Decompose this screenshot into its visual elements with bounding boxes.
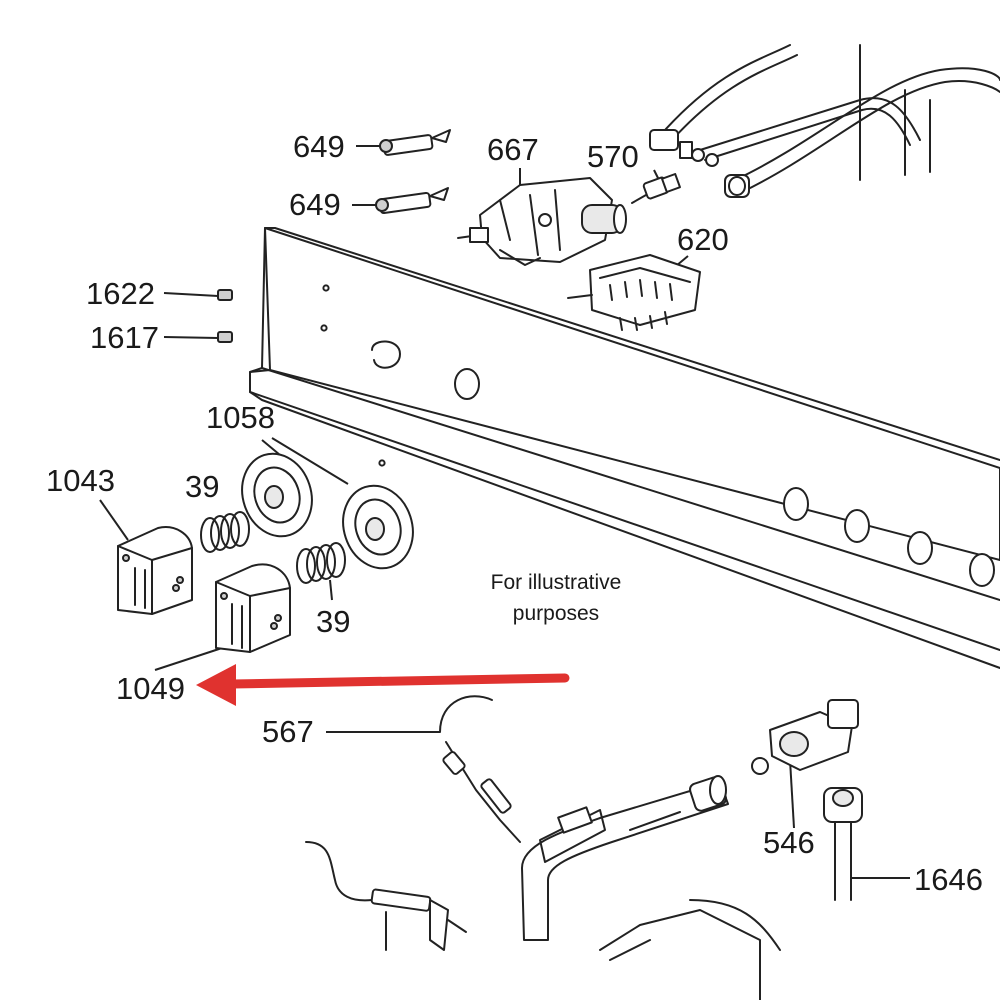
- label-667: 667: [487, 132, 539, 167]
- part-39-spring-bottom: [296, 542, 346, 601]
- part-1049-knob: [154, 563, 291, 671]
- label-1646: 1646: [914, 862, 983, 897]
- label-649-bottom: 649: [289, 187, 341, 222]
- label-620: 620: [677, 222, 729, 257]
- part-1043-knob: [99, 499, 193, 615]
- part-667-gas-valve: [457, 168, 627, 266]
- label-567: 567: [262, 714, 314, 749]
- spark-electrode: [305, 841, 467, 951]
- label-1622: 1622: [86, 276, 155, 311]
- part-649-bottom: [352, 187, 449, 215]
- part-1058-bezels: [241, 437, 414, 570]
- gas-pipes: [649, 44, 1000, 198]
- highlight-arrow: [196, 664, 570, 706]
- part-567-thermocouple: [326, 695, 521, 843]
- part-1646-pipe: [823, 787, 910, 901]
- control-panel: [249, 227, 1000, 669]
- label-39-top: 39: [185, 469, 219, 504]
- part-labels: 649 649 667 570 620 1622 1617 1058 1043 …: [46, 129, 983, 897]
- part-546-burner-support: [751, 699, 859, 829]
- label-1049: 1049: [116, 671, 185, 706]
- label-39-bottom: 39: [316, 604, 350, 639]
- label-546: 546: [763, 825, 815, 860]
- part-570-connector: [631, 169, 681, 204]
- burner-assembly: [521, 775, 781, 1001]
- label-1043: 1043: [46, 463, 115, 498]
- label-1058: 1058: [206, 400, 275, 435]
- part-1617-screw: [163, 331, 233, 343]
- part-39-spring-top: [200, 511, 250, 553]
- label-649-top: 649: [293, 129, 345, 164]
- label-570: 570: [587, 139, 639, 174]
- part-649-top: [356, 129, 451, 156]
- illustrative-note: For illustrative purposes: [491, 571, 622, 625]
- part-1622-screw: [163, 289, 233, 301]
- label-1617: 1617: [90, 320, 159, 355]
- note-line-1: For illustrative: [491, 571, 622, 594]
- part-620-selector-switch: [567, 254, 701, 331]
- note-line-2: purposes: [513, 602, 599, 625]
